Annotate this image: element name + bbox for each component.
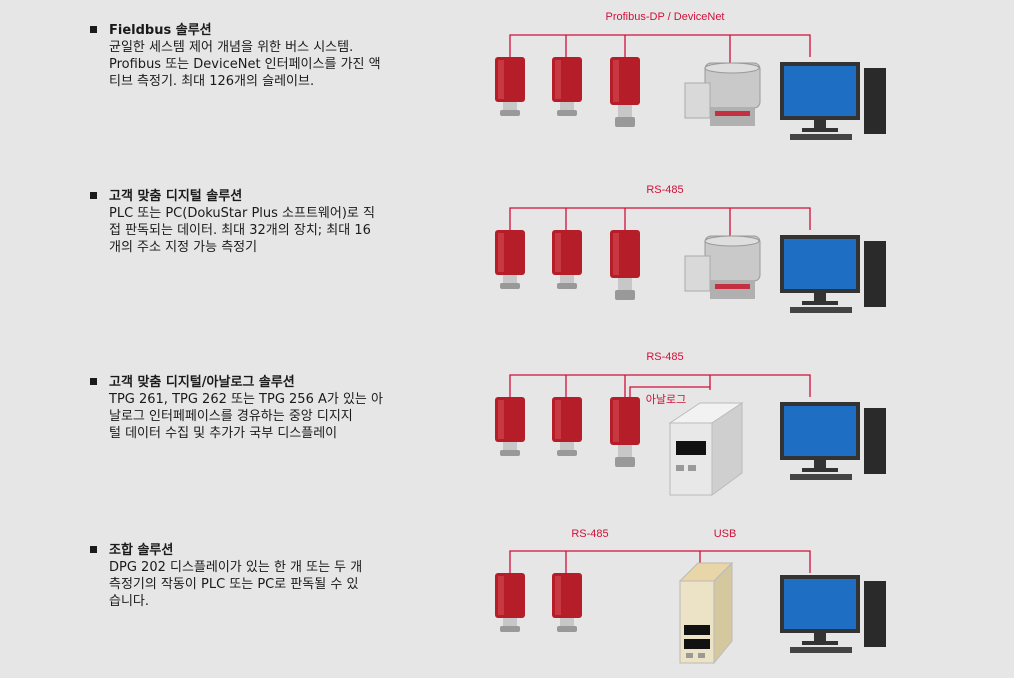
- bus-line: [509, 374, 811, 397]
- display-unit-icon: [678, 561, 734, 665]
- turbo-pump-icon: [684, 235, 761, 299]
- section-description: TPG 261, TPG 262 또는 TPG 256 A가 있는 아 날로그 …: [109, 392, 383, 441]
- analog-diagram: RS-485 아날로그: [495, 351, 886, 496]
- section-description: DPG 202 디스플레이가 있는 한 개 또는 두 개 측정기의 작동이 PL…: [109, 560, 363, 609]
- bullet-square-icon: [90, 546, 97, 553]
- vacuum-gauge-icon: [495, 57, 525, 116]
- bus-label: USB: [714, 528, 737, 540]
- turbo-pump-icon: [684, 62, 761, 126]
- vacuum-gauge-icon: [610, 230, 640, 300]
- bus-label: RS-485: [571, 528, 608, 540]
- vacuum-gauge-icon: [552, 573, 582, 632]
- vacuum-gauge-icon: [495, 230, 525, 289]
- vacuum-gauge-icon: [495, 397, 525, 456]
- rs485-diagram: RS-485: [495, 184, 886, 313]
- section-text: 고객 맞춤 디지털/아날로그 솔루션 TPG 261, TPG 262 또는 T…: [90, 374, 430, 442]
- bus-line: [509, 207, 811, 238]
- bus-line: [509, 550, 811, 573]
- computer-icon: [780, 575, 886, 653]
- section-text: Fieldbus 솔루션 균일한 세스템 제어 개념을 위한 버스 시스템. P…: [90, 22, 430, 90]
- combination-diagram: RS-485 USB: [495, 528, 886, 665]
- section-digital: 고객 맞춤 디지털 솔루션 PLC 또는 PC(DokuStar Plus 소프…: [0, 170, 1014, 340]
- bus-label: RS-485: [646, 184, 683, 196]
- vacuum-gauge-icon: [610, 57, 640, 127]
- section-digital-analog: 고객 맞춤 디지털/아날로그 솔루션 TPG 261, TPG 262 또는 T…: [0, 340, 1014, 510]
- analog-label: 아날로그: [646, 393, 686, 406]
- vacuum-gauge-icon: [552, 57, 582, 116]
- section-title: Fieldbus 솔루션: [109, 23, 212, 38]
- bullet-square-icon: [90, 378, 97, 385]
- controller-unit-icon: [668, 402, 744, 496]
- computer-icon: [780, 235, 886, 313]
- section-description: PLC 또는 PC(DokuStar Plus 소프트웨어)로 직 접 판독되는…: [109, 206, 375, 255]
- bus-label: Profibus-DP / DeviceNet: [605, 11, 724, 23]
- fieldbus-diagram: Profibus-DP / DeviceNet: [495, 11, 886, 140]
- bullet-square-icon: [90, 192, 97, 199]
- section-fieldbus: Fieldbus 솔루션 균일한 세스템 제어 개념을 위한 버스 시스템. P…: [0, 0, 1014, 170]
- section-title: 고객 맞춤 디지털 솔루션: [109, 189, 243, 204]
- vacuum-gauge-icon: [552, 230, 582, 289]
- computer-icon: [780, 62, 886, 140]
- computer-icon: [780, 402, 886, 480]
- section-title: 조합 솔루션: [109, 543, 174, 558]
- vacuum-gauge-icon: [610, 397, 640, 467]
- section-description: 균일한 세스템 제어 개념을 위한 버스 시스템. Profibus 또는 De…: [109, 40, 381, 89]
- section-title: 고객 맞춤 디지털/아날로그 솔루션: [109, 375, 295, 390]
- section-text: 조합 솔루션 DPG 202 디스플레이가 있는 한 개 또는 두 개 측정기의…: [90, 542, 430, 610]
- bullet-square-icon: [90, 26, 97, 33]
- section-combination: 조합 솔루션 DPG 202 디스플레이가 있는 한 개 또는 두 개 측정기의…: [0, 510, 1014, 675]
- bus-line: [509, 34, 811, 65]
- vacuum-gauge-icon: [552, 397, 582, 456]
- bus-label: RS-485: [646, 351, 683, 363]
- section-text: 고객 맞춤 디지털 솔루션 PLC 또는 PC(DokuStar Plus 소프…: [90, 188, 430, 256]
- vacuum-gauge-icon: [495, 573, 525, 632]
